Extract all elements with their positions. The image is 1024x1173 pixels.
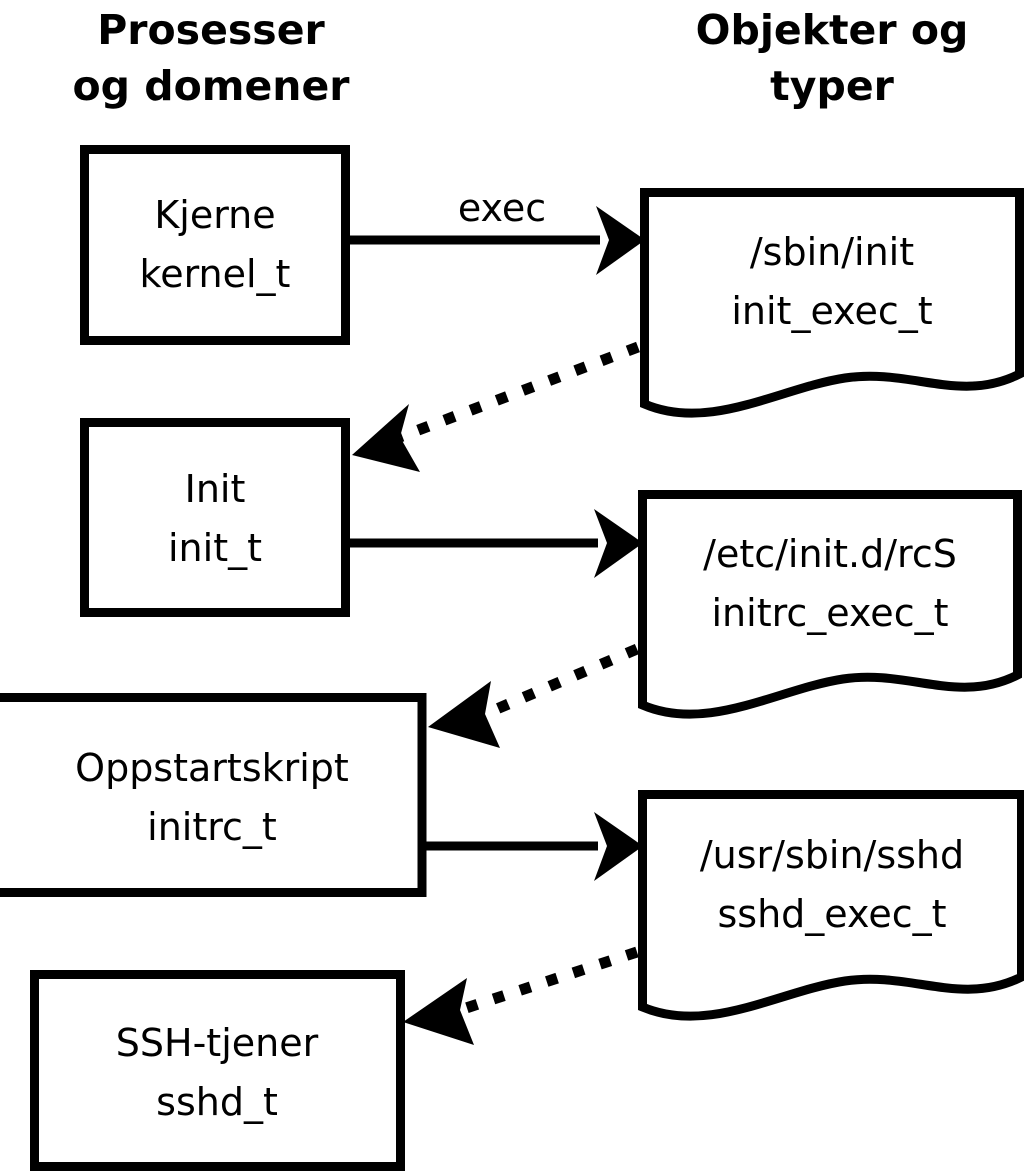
column-header-objects-line2: typer	[770, 62, 894, 110]
node-init[interactable]: Init init_t	[80, 418, 350, 617]
edge-init-exec-to-init-arrowhead	[352, 404, 420, 472]
node-sshd[interactable]: SSH-tjener sshd_t	[30, 970, 405, 1171]
edge-initrc-exec-to-initrc	[428, 643, 640, 748]
node-init-box[interactable]	[80, 418, 350, 617]
node-sshd-line2: sshd_t	[156, 1080, 278, 1124]
edge-init-exec-to-init-line	[398, 341, 640, 443]
edge-kernel-to-init-exec-arrowhead	[596, 206, 645, 275]
node-sshd-exec-line1: /usr/sbin/sshd	[700, 833, 964, 877]
node-init-exec-document-shape[interactable]	[640, 188, 1024, 418]
edge-sshd-exec-to-sshd	[403, 946, 639, 1045]
node-init-line2: init_t	[168, 526, 262, 570]
edge-initrc-exec-to-initrc-line	[482, 643, 640, 720]
edge-sshd-exec-to-sshd-arrowhead	[403, 978, 474, 1045]
node-initrc-exec-line2: initrc_exec_t	[712, 591, 949, 635]
edge-label-exec: exec	[458, 186, 546, 230]
node-initrc-exec-line1: /etc/init.d/rcS	[703, 532, 957, 576]
node-initrc[interactable]: Oppstartskript initrc_t	[0, 693, 427, 897]
edge-initrc-to-sshd-exec-arrowhead	[594, 812, 643, 881]
node-sshd-box[interactable]	[30, 970, 405, 1171]
node-kernel-line1: Kjerne	[154, 193, 275, 237]
edge-initrc-exec-to-initrc-arrowhead	[428, 681, 500, 748]
node-init-exec-line2: init_exec_t	[731, 289, 932, 333]
node-initrc-exec-document-shape[interactable]	[638, 490, 1022, 719]
edge-init-to-initrc-exec-arrowhead	[594, 509, 643, 578]
column-header-objects: Objekter og typer	[696, 6, 969, 110]
node-initrc-exec[interactable]: /etc/init.d/rcS initrc_exec_t	[638, 490, 1022, 719]
node-init-exec-line1: /sbin/init	[750, 230, 914, 274]
node-init-exec[interactable]: /sbin/init init_exec_t	[640, 188, 1024, 418]
column-header-objects-line1: Objekter og	[696, 6, 969, 54]
edge-initrc-to-sshd-exec	[426, 812, 643, 881]
node-sshd-exec[interactable]: /usr/sbin/sshd sshd_exec_t	[638, 790, 1024, 1021]
edge-init-exec-to-init	[352, 341, 640, 472]
node-init-line1: Init	[185, 467, 246, 511]
node-sshd-exec-document-shape[interactable]	[638, 790, 1024, 1021]
node-initrc-line1: Oppstartskript	[75, 746, 349, 790]
edge-kernel-to-init-exec: exec	[350, 186, 645, 275]
node-sshd-exec-line2: sshd_exec_t	[717, 892, 946, 936]
node-sshd-line1: SSH-tjener	[116, 1021, 319, 1065]
node-kernel-box[interactable]	[80, 145, 350, 345]
edge-init-to-initrc-exec	[350, 509, 643, 578]
column-header-processes-line2: og domener	[72, 62, 350, 110]
node-initrc-line2: initrc_t	[147, 805, 277, 849]
node-kernel-line2: kernel_t	[140, 252, 291, 296]
node-initrc-box[interactable]	[0, 693, 427, 897]
column-header-processes-line1: Prosesser	[97, 6, 325, 54]
edge-sshd-exec-to-sshd-line	[458, 946, 639, 1016]
node-kernel[interactable]: Kjerne kernel_t	[80, 145, 350, 345]
column-header-processes: Prosesser og domener	[72, 6, 350, 110]
